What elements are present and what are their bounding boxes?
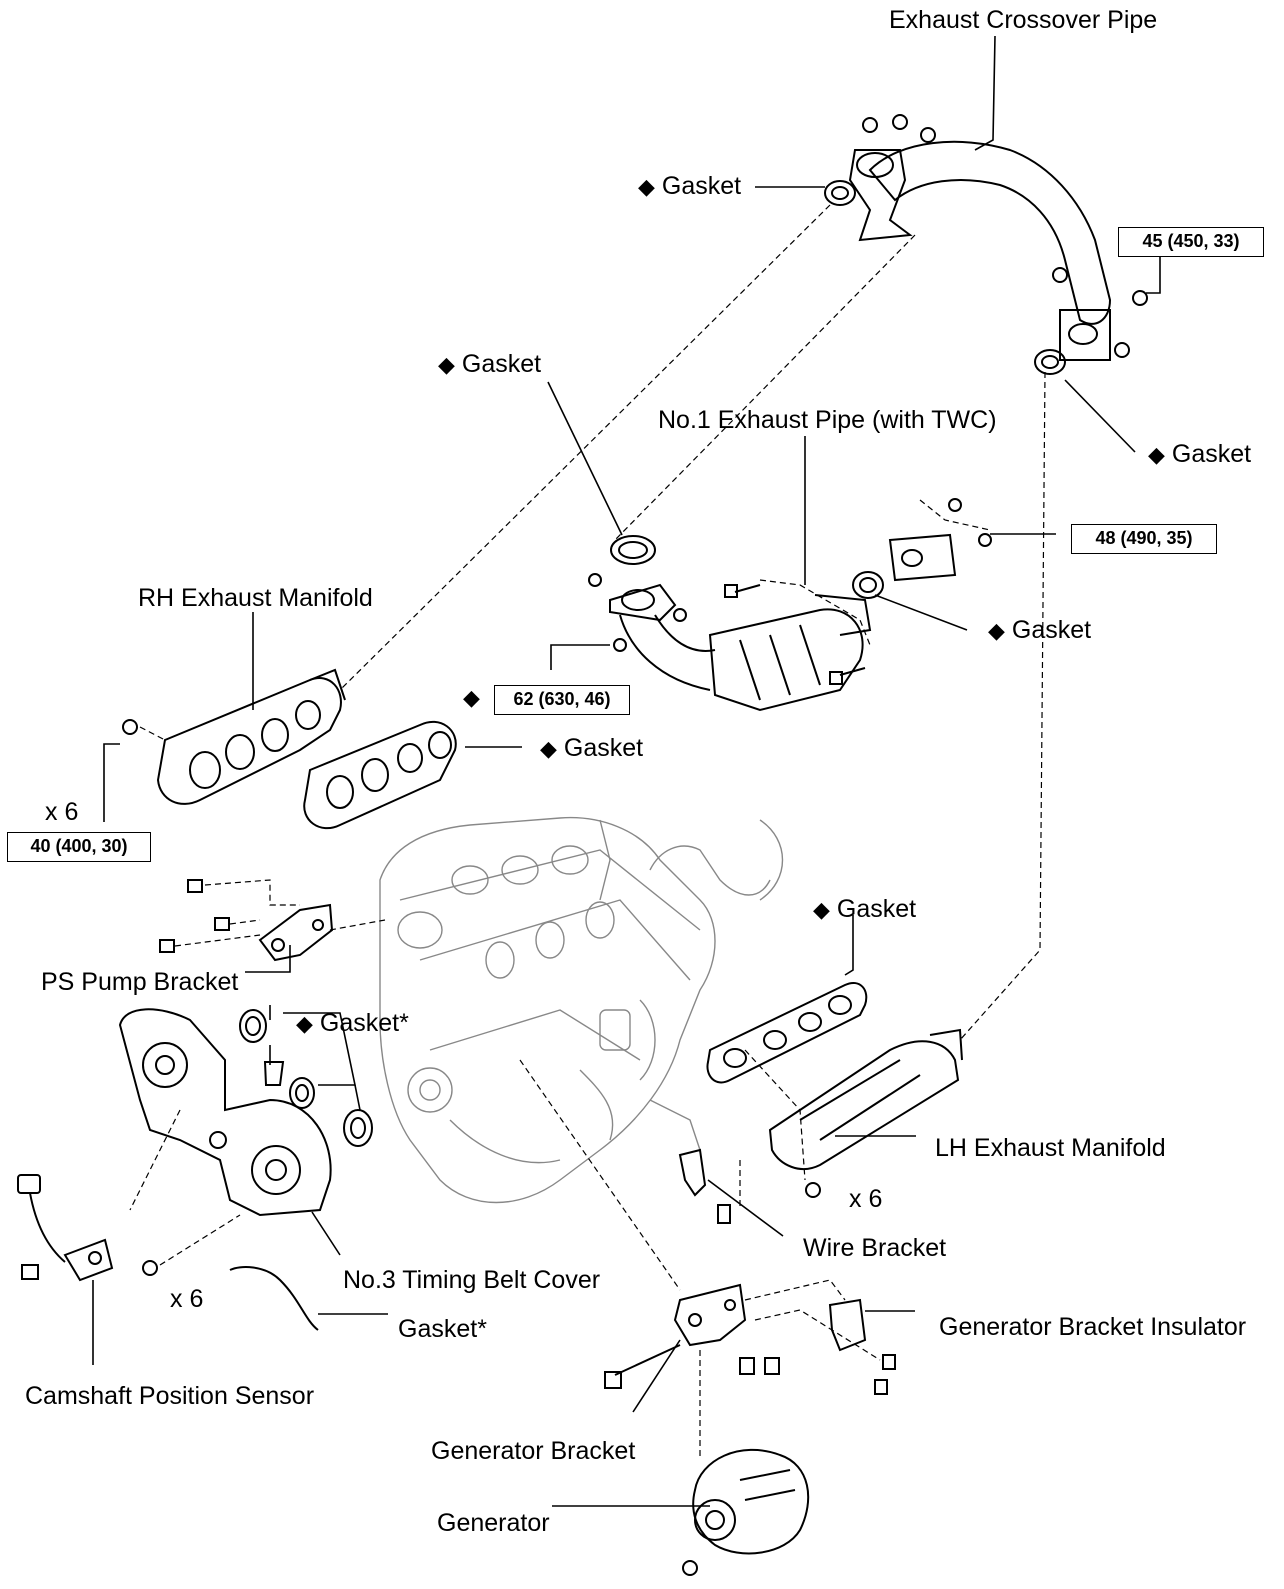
diamond-icon: ◆ [438,352,455,377]
engine-block-outline [379,816,784,1204]
label-gasket-text: Gasket [1171,440,1252,468]
diamond-icon: ◆ [540,736,557,761]
rh-manifold-gasket-shape [303,720,457,830]
diamond-icon: ◆ [638,174,655,199]
label-lh-exhaust-manifold: LH Exhaust Manifold [935,1134,1166,1162]
label-gasket-crossover-left: ◆ Gasket [638,174,741,199]
label-ps-pump-bracket: PS Pump Bracket [41,968,239,996]
label-gasket-text: Gasket [563,734,644,762]
exhaust-crossover-pipe-shape [848,140,1112,361]
label-generator-bracket-insulator: Generator Bracket Insulator [939,1313,1247,1341]
alignment-dashes [129,204,1046,1460]
generator-bracket-shape [604,1283,896,1395]
label-x6-rh-manifold: x 6 [45,798,79,826]
camshaft-sensor-shape [17,1174,114,1282]
lh-exhaust-manifold-shape [768,1028,963,1198]
ps-pump-bracket-shape [159,879,334,962]
diamond-icon: ◆ [463,685,480,710]
label-gasket-crossover-right: ◆ Gasket [1148,442,1251,467]
label-exhaust-crossover-pipe: Exhaust Crossover Pipe [889,6,1158,34]
label-gasket-star-lower: Gasket* [398,1315,487,1343]
label-wire-bracket: Wire Bracket [803,1234,947,1262]
crossover-gaskets [824,180,1066,375]
timing-cover-gaskets [142,1009,373,1331]
timing-belt-cover-shape [118,1008,332,1217]
label-gasket-pipe-rear: ◆ Gasket [988,618,1091,643]
label-x6-timing-cover: x 6 [170,1285,204,1313]
diamond-icon: ◆ [1148,442,1165,467]
torque-crossover: 45 (450, 33) [1118,227,1264,257]
label-camshaft-position-sensor: Camshaft Position Sensor [25,1382,315,1410]
label-no3-timing-belt-cover: No.3 Timing Belt Cover [343,1266,601,1294]
no1-exhaust-pipe-shape [609,583,872,712]
crossover-nuts [862,114,1148,358]
torque-rh-manifold: 40 (400, 30) [7,832,151,862]
label-gasket-rh-manifold: ◆ Gasket [540,736,643,761]
leader-lines [92,35,1161,1507]
generator-shape [682,1449,810,1576]
label-gasket-star-timing: ◆ Gasket* [296,1011,409,1036]
label-gasket-text: Gasket [661,172,742,200]
diamond-marker-front-pipe: ◆ [463,685,480,710]
label-gasket-pipe-front: ◆ Gasket [438,352,541,377]
label-gasket-lh-manifold: ◆ Gasket [813,897,916,922]
label-no1-exhaust-pipe: No.1 Exhaust Pipe (with TWC) [658,406,997,434]
torque-exhaust-pipe-flange: 48 (490, 35) [1071,524,1217,554]
diamond-icon: ◆ [296,1011,313,1036]
twc-gaskets [610,533,957,599]
twc-bolts [588,498,992,685]
lh-manifold-gasket-shape [706,982,868,1084]
rh-exhaust-manifold-shape [122,668,346,805]
diamond-icon: ◆ [988,618,1005,643]
diamond-icon: ◆ [813,897,830,922]
label-gasket-star-text: Gasket* [319,1009,409,1037]
label-gasket-text: Gasket [1011,616,1092,644]
label-gasket-text: Gasket [461,350,542,378]
label-rh-exhaust-manifold: RH Exhaust Manifold [138,584,373,612]
label-x6-lh-manifold: x 6 [849,1185,883,1213]
wire-bracket-shape [678,1148,731,1224]
label-generator-bracket: Generator Bracket [431,1437,636,1465]
label-gasket-text: Gasket [836,895,917,923]
torque-exhaust-pipe-front: 62 (630, 46) [494,685,630,715]
label-generator: Generator [437,1509,550,1537]
